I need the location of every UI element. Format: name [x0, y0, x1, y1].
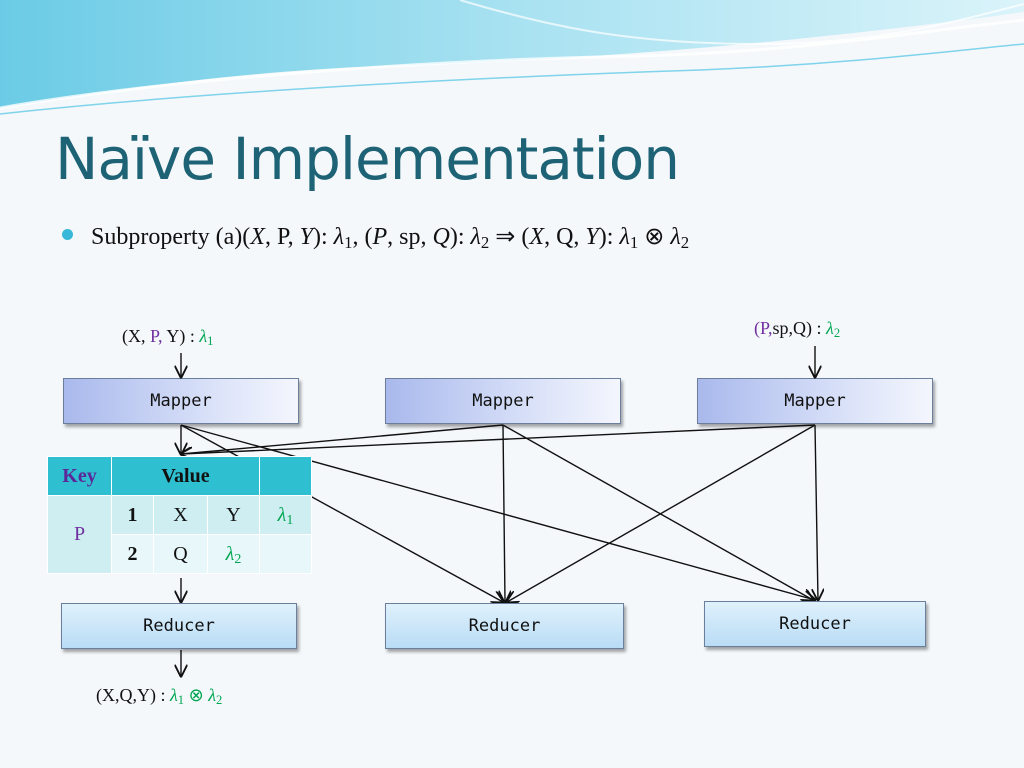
table-key-cell: P	[47, 495, 112, 574]
input-left-prefix: (X,	[122, 326, 150, 346]
rule-t2-sp: sp	[399, 224, 421, 250]
output-sub-1: 1	[177, 693, 185, 708]
rule-sub-3: 1	[629, 233, 639, 253]
output-lambda-2: λ	[208, 685, 216, 705]
output-otimes: ⊗	[188, 685, 204, 705]
table-cell-r1-c3: Y	[207, 495, 260, 535]
reducer-box-1[interactable]: Reducer	[61, 603, 297, 649]
arrow-m2-r2	[503, 424, 505, 602]
rule-sub-4: 2	[680, 233, 690, 253]
table-cell-r1-c1: 1	[111, 495, 154, 535]
mapper-box-3[interactable]: Mapper	[697, 378, 933, 424]
table-cell-r2-c1: 2	[111, 534, 154, 574]
input-right-sub: 2	[833, 326, 841, 341]
rule-t2-q: Q	[432, 224, 450, 250]
input-left-sub: 1	[207, 334, 214, 349]
arrow-m3-r3	[815, 424, 818, 600]
table-header-key: Key	[47, 456, 112, 496]
rule-t3-q: Q	[556, 224, 574, 250]
slide-title: Naïve Implementation	[55, 125, 680, 193]
rule-prefix: Subproperty (a)(	[91, 224, 251, 250]
input-right-prefix: (P,	[754, 318, 773, 338]
key-value-table: Key Value P 1 X Y λ1 2 Q λ2	[47, 456, 312, 574]
input-label-left: (X, P, Y) : λ1	[122, 326, 214, 349]
table-cell-r1-c2: X	[153, 495, 208, 535]
rule-t1-y: Y	[299, 224, 313, 250]
output-sub-2: 2	[215, 693, 223, 708]
table-header-empty	[259, 456, 312, 496]
rule-t3-x: X	[529, 224, 545, 250]
input-left-lambda: λ	[199, 326, 208, 346]
rule-lambda-3: λ	[619, 224, 630, 250]
output-prefix: (X,Q,Y) :	[96, 685, 170, 705]
input-right-lambda: λ	[826, 318, 834, 338]
rule-t1-x: X	[250, 224, 265, 250]
table-header-row: Key Value	[47, 456, 312, 496]
arrow-m2-r3	[502, 424, 813, 600]
table-cell-r2-c4	[259, 534, 312, 574]
rule-lambda-1: λ	[333, 224, 345, 250]
reducer-box-2[interactable]: Reducer	[385, 603, 624, 649]
table-row: 2 Q λ2	[48, 534, 312, 574]
rule-sub-1: 1	[344, 233, 353, 253]
arrow-m3-r1	[181, 424, 816, 454]
mapper-box-2[interactable]: Mapper	[385, 378, 621, 424]
table-header-value: Value	[111, 456, 260, 496]
bullet-rule: Subproperty (a)(X, P, Y): λ1, (P, sp, Q)…	[62, 222, 690, 253]
header-waves-decoration	[0, 0, 1024, 115]
bullet-dot-icon	[62, 229, 73, 240]
rule-lambda-2: λ	[470, 224, 481, 250]
rule-lambda-4: λ	[670, 224, 681, 250]
output-label: (X,Q,Y) : λ1 ⊗ λ2	[96, 685, 223, 708]
input-left-suffix: Y) :	[162, 326, 200, 346]
implies-symbol: ⇒	[495, 224, 516, 250]
reducer-box-3[interactable]: Reducer	[704, 601, 926, 647]
table-cell-r1-sub: 1	[286, 513, 294, 528]
input-label-right: (P,sp,Q) : λ2	[754, 318, 841, 341]
table-row: P 1 X Y λ1	[47, 495, 312, 574]
mapper-box-1[interactable]: Mapper	[63, 378, 299, 424]
rule-sub-2: 2	[480, 233, 490, 253]
input-right-mid: sp,Q) :	[772, 318, 827, 338]
table-cell-r2-sub: 2	[234, 552, 242, 567]
table-cell-r2-c2: Q	[153, 534, 208, 574]
rule-t3-y: Y	[585, 224, 599, 250]
rule-t2-p: P	[372, 224, 388, 250]
table-cell-r2-lambda: λ	[225, 542, 235, 565]
otimes-symbol: ⊗	[644, 224, 665, 250]
arrow-m2-r1	[181, 424, 504, 454]
table-cell-r1-lambda: λ	[277, 503, 287, 526]
arrow-m3-r2	[507, 424, 816, 602]
input-left-p: P,	[150, 326, 163, 346]
table-cell-r1-c4: λ1	[259, 495, 312, 535]
output-lambda-1: λ	[170, 685, 178, 705]
rule-t1-p: P	[276, 224, 288, 250]
table-cell-r2-c3: λ2	[207, 534, 260, 574]
